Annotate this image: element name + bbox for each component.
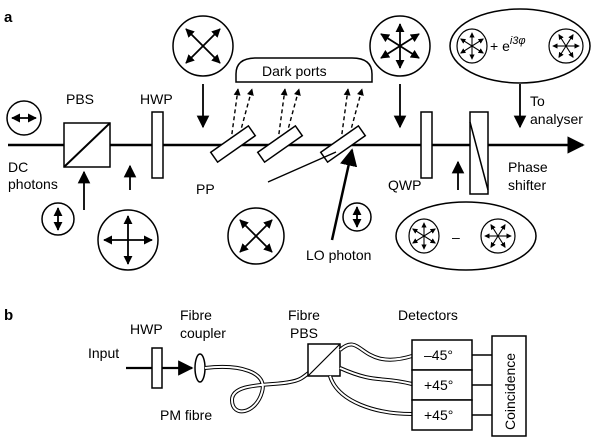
star-polarization-icon [369,15,431,77]
panel-b-letter: b [4,307,13,324]
coincidence-label: Coincidence [502,353,518,430]
pm-fibre-label: PM fibre [160,407,212,423]
lo-photon-label: LO photon [306,247,371,263]
pbs-cube [63,122,111,168]
photons-label: photons [8,176,58,192]
detectors-label: Detectors [398,307,458,323]
panel-a-letter: a [4,9,13,26]
phase-label: Phase [508,159,548,175]
plus-prefix: + e [490,38,510,54]
lo-vertical-polarization-icon [342,202,372,232]
panel-b: b HWP Fibre coupler Fibre PBS Detectors … [4,307,527,437]
detector-2: +45° [411,369,473,401]
pbs-label: PBS [66,91,94,107]
coincidence-box: Coincidence [491,335,527,437]
diagonal-polarization-icon-2 [227,207,285,265]
hwp-b-label: HWP [130,321,163,337]
fibre-pbs-label-2: PBS [290,325,318,341]
output-fibres [328,342,413,416]
hwp-b-plate [151,347,163,389]
detector-1: –45° [411,339,473,371]
fibre-pbs-box [307,343,341,377]
plus-exponent: i3φ [510,35,526,47]
lo-photon-beam [330,148,358,241]
pp-label: PP [196,181,215,197]
cross-polarization-icon [97,209,159,271]
detector-2-label: +45° [424,377,453,393]
to-label: To [530,93,545,109]
plus-phase-text: + ei3φ [490,35,526,54]
hwp-label: HWP [140,91,173,107]
fibre-coupler-label-1: Fibre [180,307,212,323]
minus-state-bubble [395,201,537,271]
detector-3: +45° [411,399,473,431]
coincidence-wires [472,354,492,416]
diagonal-polarization-icon [172,15,234,77]
vertical-polarization-icon [41,202,75,236]
dark-ports-bubble [235,57,373,83]
dark-ports-label: Dark ports [262,63,327,79]
analyser-label: analyser [530,111,583,127]
shifter-label: shifter [508,177,546,193]
dc-label: DC [8,159,28,175]
hwp-plate [151,111,164,179]
qwp-label: QWP [388,177,421,193]
detector-3-label: +45° [424,407,453,423]
input-label: Input [88,345,119,361]
fibre-coupler-lens [194,353,206,383]
panel-a: a PBS DC photons [4,8,591,271]
plus-state-bubble [449,8,591,84]
qwp-plate [420,111,433,179]
fibre-pbs-label-1: Fibre [288,307,320,323]
horizontal-polarization-icon [6,100,42,136]
fibre-coupler-label-2: coupler [180,325,226,341]
lo-reflection-line [267,151,337,183]
minus-sign-text: – [452,229,460,245]
detector-1-label: –45° [424,347,453,363]
phase-shifter-wedge [469,111,489,195]
pm-fibre-path [204,365,312,414]
